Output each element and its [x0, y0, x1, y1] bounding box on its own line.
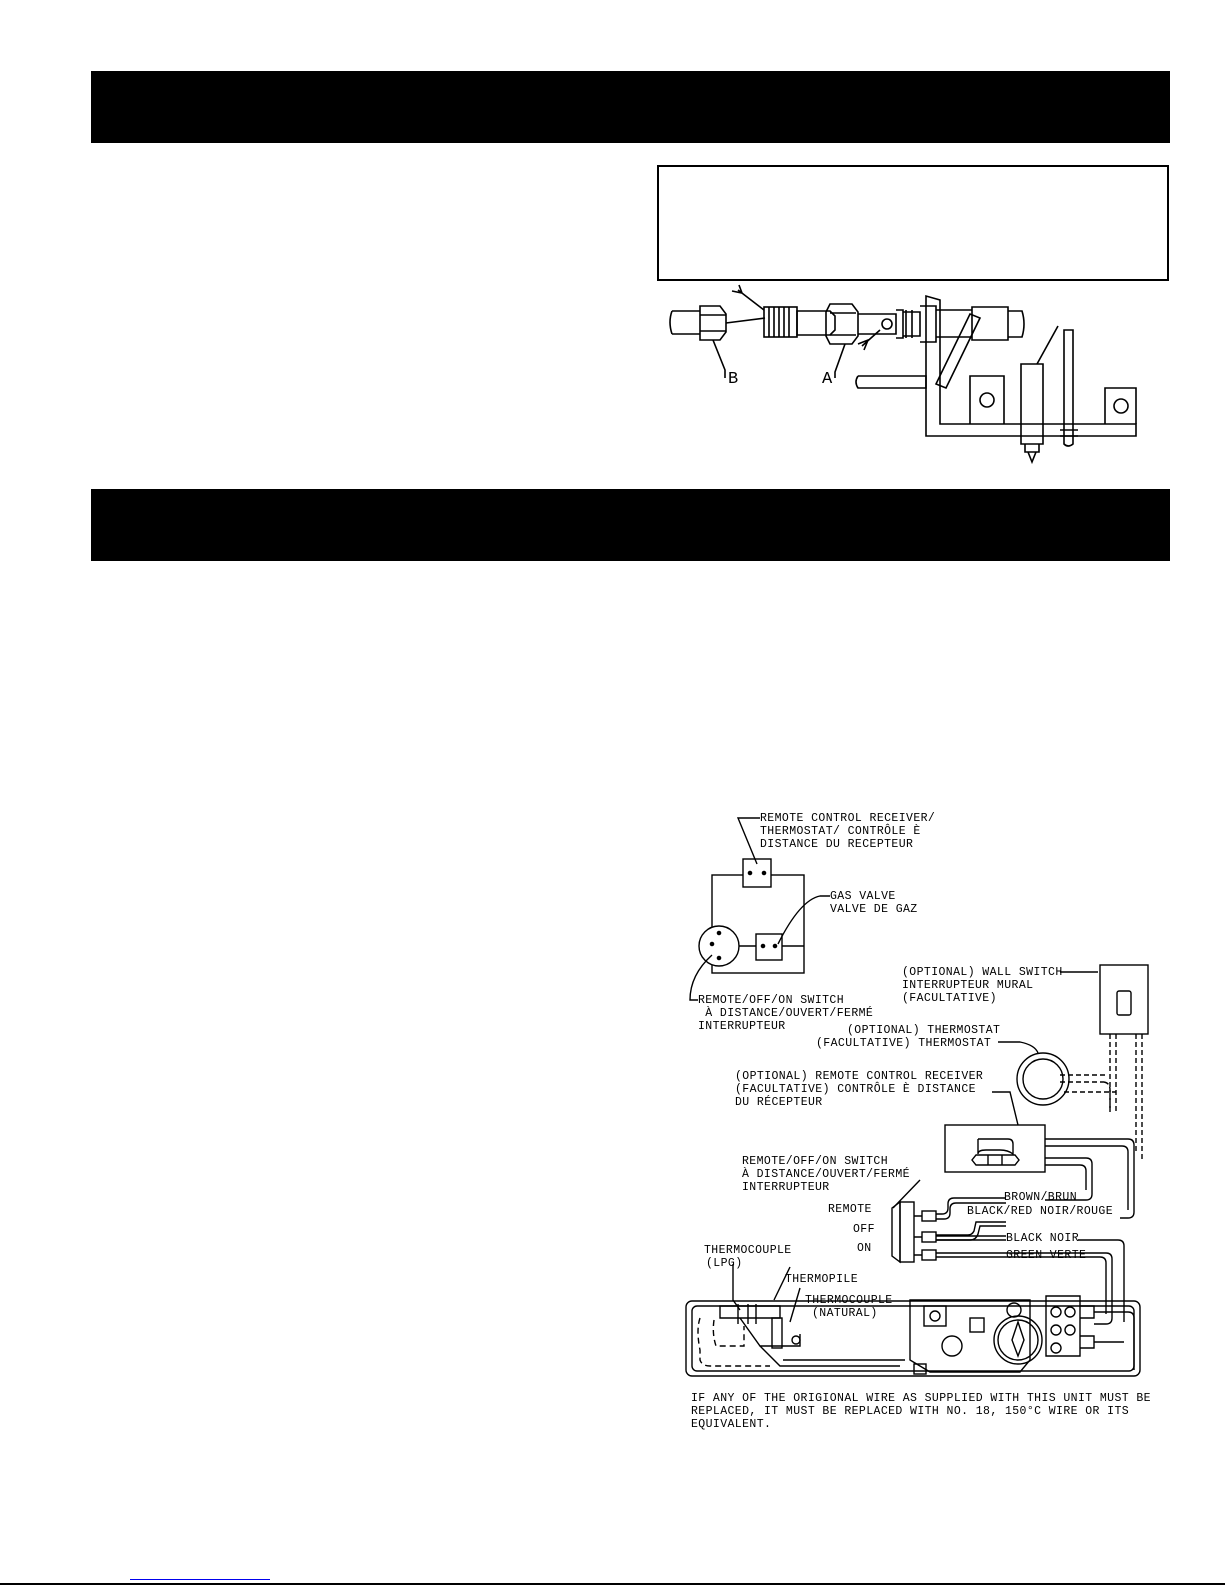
schematic-switch-label-2: À DISTANCE/OUVERT/FERMÉ: [698, 1007, 874, 1020]
footer-link[interactable]: [130, 1579, 270, 1581]
section-header-band-2: [91, 489, 1170, 561]
switch-position-off: OFF: [853, 1223, 875, 1236]
schematic-receiver-label-1: REMOTE CONTROL RECEIVER/: [760, 812, 936, 825]
wire-note-line-1: IF ANY OF THE ORIGIONAL WIRE AS SUPPLIED…: [691, 1392, 1151, 1405]
remote-receiver-label-2: (FACULTATIVE) CONTRÔLE È DISTANCE: [735, 1083, 976, 1096]
wall-switch-label-3: (FACULTATIVE): [902, 992, 997, 1005]
wall-switch-label-1: (OPTIONAL) WALL SWITCH: [902, 966, 1063, 979]
thermocouple-lpg-label-1: THERMOCOUPLE: [704, 1244, 792, 1257]
thermocouple-natural-label-1: THERMOCOUPLE: [805, 1294, 893, 1307]
notice-box: [657, 165, 1169, 281]
thermostat-label-2: (FACULTATIVE) THERMOSTAT: [816, 1037, 992, 1050]
footer-rule: [0, 1583, 1225, 1585]
label-a: A: [822, 370, 833, 389]
thermopile-label: THERMOPILE: [785, 1273, 859, 1286]
wire-label-green: GREEN VERTE: [1006, 1249, 1087, 1262]
rocker-switch-label-3: INTERRUPTEUR: [742, 1181, 830, 1194]
thermocouple-natural-label-2: (NATURAL): [812, 1307, 878, 1320]
switch-position-on: ON: [857, 1242, 872, 1255]
wall-switch-label-2: INTERRUPTEUR MURAL: [902, 979, 1034, 992]
label-b: B: [728, 370, 739, 389]
rocker-switch-label-1: REMOTE/OFF/ON SWITCH: [742, 1155, 889, 1168]
schematic-gas-valve-label-2: VALVE DE GAZ: [830, 903, 918, 916]
wire-note-line-2: REPLACED, IT MUST BE REPLACED WITH NO. 1…: [691, 1405, 1130, 1418]
schematic-switch-label-3: INTERRUPTEUR: [698, 1020, 786, 1033]
wire-label-black-red: BLACK/RED NOIR/ROUGE: [967, 1205, 1114, 1218]
wire-note-line-3: EQUIVALENT.: [691, 1418, 772, 1431]
rocker-switch-label-2: À DISTANCE/OUVERT/FERMÉ: [742, 1168, 910, 1181]
schematic-gas-valve-label-1: GAS VALVE: [830, 890, 896, 903]
remote-receiver-label-1: (OPTIONAL) REMOTE CONTROL RECEIVER: [735, 1070, 984, 1083]
wire-label-brown: BROWN/BRUN: [1004, 1191, 1078, 1204]
remote-receiver-label-3: DU RÉCEPTEUR: [735, 1096, 823, 1109]
schematic-switch-label-1: REMOTE/OFF/ON SWITCH: [698, 994, 845, 1007]
section-header-band-1: [91, 71, 1170, 143]
thermostat-label-1: (OPTIONAL) THERMOSTAT: [847, 1024, 1001, 1037]
switch-position-remote: REMOTE: [828, 1203, 872, 1216]
schematic-receiver-label-3: DISTANCE DU RECEPTEUR: [760, 838, 914, 851]
thermocouple-lpg-label-2: (LPG): [706, 1257, 743, 1270]
wire-label-black: BLACK NOIR: [1006, 1232, 1080, 1245]
schematic-receiver-label-2: THERMOSTAT/ CONTRÔLE È: [760, 825, 921, 838]
